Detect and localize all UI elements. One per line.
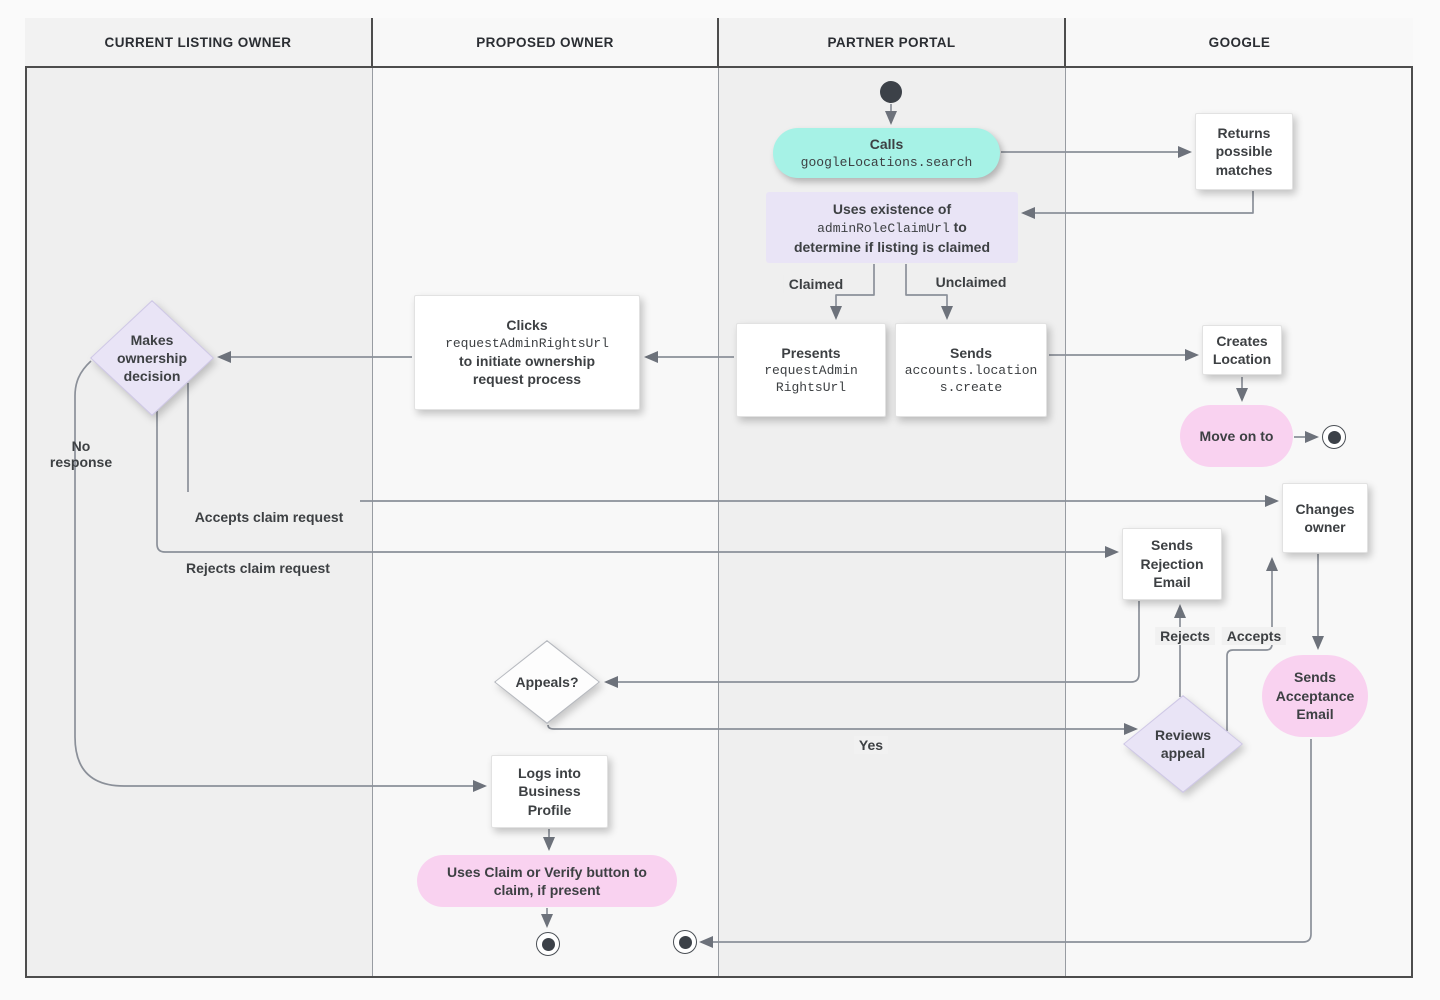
lane-header-proposed-owner: PROPOSED OWNER: [373, 18, 719, 68]
sends-rejection-email-node: Sends Rejection Email: [1122, 528, 1222, 600]
edge-label-unclaimed: Unclaimed: [930, 273, 1012, 291]
appeals-diamond: Appeals?: [494, 640, 600, 724]
node-code: googleLocations.search: [800, 154, 973, 170]
move-on-to-node: Move on to: [1180, 405, 1293, 467]
node-text-post: determine if listing is claimed: [793, 238, 991, 255]
lane-header-google: GOOGLE: [1066, 18, 1413, 68]
node-title: Calls: [869, 136, 904, 153]
end-node-proposed-owner: [536, 932, 560, 956]
node-label: Makes ownership decision: [116, 331, 187, 385]
node-label: Sends Rejection Email: [1140, 537, 1204, 591]
node-code: requestAdminRightsUrl: [445, 335, 609, 351]
lane-header-label: CURRENT LISTING OWNER: [104, 34, 292, 50]
edge-label-yes: Yes: [853, 736, 889, 754]
presents-request-admin-rights-url-node: Presents requestAdminRightsUrl: [736, 323, 886, 417]
node-title: Presents: [781, 344, 841, 361]
sends-accounts-locations-create-node: Sends accounts.locations.create: [895, 323, 1047, 417]
lane-header-current-listing-owner: CURRENT LISTING OWNER: [25, 18, 373, 68]
node-title: Clicks: [506, 317, 548, 334]
lane-header-partner-portal: PARTNER PORTAL: [719, 18, 1066, 68]
node-label: Reviews appeal: [1154, 726, 1212, 761]
edge-label-accepts: Accepts: [1221, 627, 1287, 645]
claim-or-verify-node: Uses Claim or Verify button to claim, if…: [417, 855, 677, 907]
node-label: Appeals?: [515, 673, 579, 690]
node-code: requestAdminRightsUrl: [764, 363, 858, 396]
node-label: Changes owner: [1295, 500, 1355, 535]
node-label: Sends Acceptance Email: [1275, 669, 1355, 723]
changes-owner-node: Changes owner: [1282, 483, 1368, 553]
start-node: [880, 81, 902, 103]
edge-label-claimed: Claimed: [783, 275, 849, 293]
node-label: Logs into Business Profile: [518, 764, 581, 818]
node-label: Uses Claim or Verify button to claim, if…: [447, 863, 647, 898]
node-text-pre: Uses existence of: [832, 201, 952, 217]
node-text-post: to initiate ownership request process: [458, 352, 596, 388]
uses-existence-node: Uses existence of adminRoleClaimUrl to d…: [766, 192, 1018, 263]
lane-header-label: PROPOSED OWNER: [476, 34, 614, 50]
edge-label-rejects-claim-request: Rejects claim request: [181, 559, 335, 577]
node-code: adminRoleClaimUrl: [817, 221, 950, 237]
end-node-partner-portal: [673, 930, 697, 954]
returns-possible-matches-node: Returns possible matches: [1195, 113, 1293, 190]
creates-location-node: Creates Location: [1202, 325, 1282, 375]
node-label: Move on to: [1199, 427, 1274, 444]
node-label: Creates Location: [1212, 332, 1272, 367]
edge-label-no-response: No response: [49, 438, 113, 470]
lane-header-label: GOOGLE: [1208, 34, 1271, 50]
lane-header-label: PARTNER PORTAL: [827, 34, 956, 50]
node-title: Sends: [949, 344, 992, 361]
node-label: Returns possible matches: [1215, 124, 1273, 178]
makes-ownership-decision-diamond: Makes ownership decision: [90, 300, 214, 416]
edge-label-rejects: Rejects: [1155, 627, 1215, 645]
logs-into-business-profile-node: Logs into Business Profile: [491, 755, 608, 828]
edge-label-accepts-claim-request: Accepts claim request: [178, 492, 360, 526]
node-code: accounts.locations.create: [904, 363, 1038, 396]
calls-google-locations-search-node: Calls googleLocations.search: [773, 128, 1000, 178]
reviews-appeal-diamond: Reviews appeal: [1123, 695, 1243, 793]
node-text-mid: to: [953, 219, 967, 236]
sends-acceptance-email-node: Sends Acceptance Email: [1262, 655, 1368, 737]
end-node-google: [1322, 425, 1346, 449]
clicks-request-admin-rights-url-node: Clicks requestAdminRightsUrl to initiate…: [414, 295, 640, 410]
